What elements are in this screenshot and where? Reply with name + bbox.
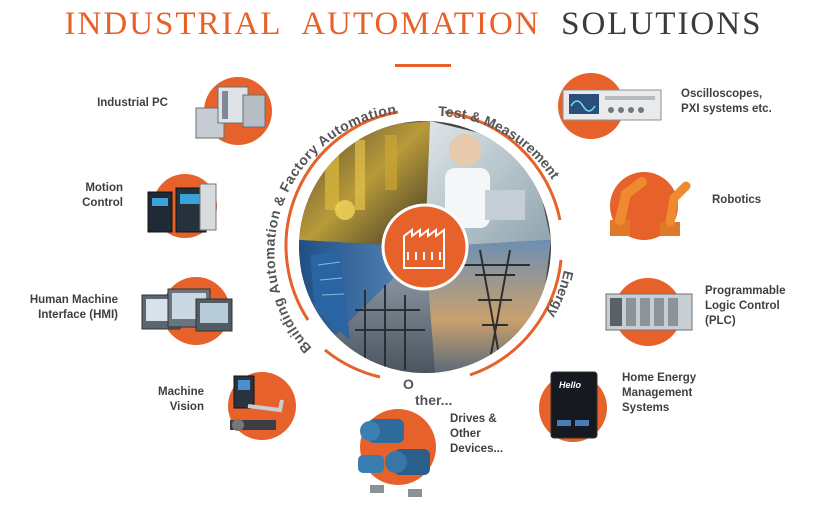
title-word-solutions: SOLUTIONS [561, 6, 763, 42]
plc-icon [605, 278, 693, 346]
ring-labels: Building Automation & Factory Automation… [261, 101, 576, 357]
ring-label-others-o: O [403, 376, 414, 392]
label-robotics: Robotics [712, 194, 762, 206]
drives-icon [358, 409, 436, 497]
ring-label-energy: Energy [544, 269, 576, 320]
central-wheel [284, 110, 563, 379]
factory-icon [403, 228, 445, 269]
motion-control-icon [147, 174, 217, 238]
label-drives: Drives & Other Devices... [450, 413, 504, 455]
label-industrial-pc: Industrial PC [97, 97, 168, 109]
label-hems: Home Energy Management Systems [622, 372, 697, 414]
label-oscilloscopes: Oscilloscopes, PXI systems etc. [681, 88, 772, 115]
hems-screen-text: Hello [559, 380, 582, 390]
ring-label-others-rest: ther... [415, 392, 453, 408]
page-title: INDUSTRIAL AUTOMATION SOLUTIONS [0, 6, 827, 43]
ring-label-test: Test & Measurement [438, 103, 563, 182]
label-machine-vision: Machine Vision [157, 386, 204, 413]
label-motion-control: Motion Control [82, 182, 123, 209]
title-word-automation: AUTOMATION [301, 6, 541, 42]
industrial-pc-icon [195, 77, 272, 145]
hems-icon: Hello [539, 371, 607, 442]
robotics-icon [610, 172, 691, 240]
title-word-industrial: INDUSTRIAL [64, 6, 283, 42]
machine-vision-icon [228, 372, 296, 440]
label-plc: Programmable Logic Control (PLC) [705, 285, 786, 327]
label-hmi: Human Machine Interface (HMI) [29, 294, 118, 321]
oscilloscope-icon [558, 73, 662, 139]
ring-label-factory: Building Automation & Factory Automation [261, 101, 397, 357]
title-underline [395, 64, 451, 67]
hmi-icon [141, 277, 233, 345]
